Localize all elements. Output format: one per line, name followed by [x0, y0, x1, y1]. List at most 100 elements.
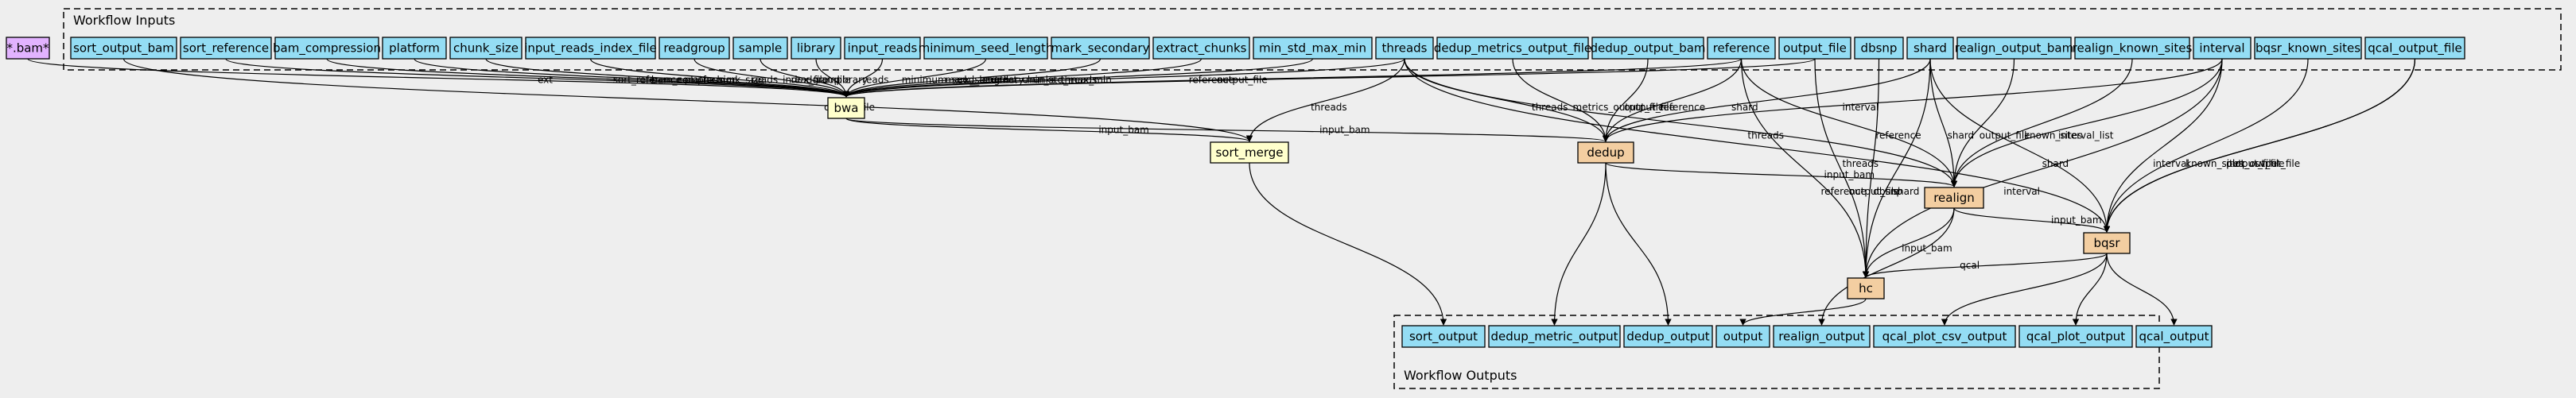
node-label: dedup_metric_output	[1490, 330, 1618, 345]
node-box[interactable]	[1253, 37, 1373, 60]
node-interval[interactable]: interval	[2193, 37, 2252, 60]
node-input_reads[interactable]: input_reads	[844, 37, 921, 60]
node-box[interactable]	[1401, 325, 1486, 348]
node-shard[interactable]: shard	[1906, 37, 1954, 60]
node-box[interactable]	[732, 37, 788, 60]
node-box[interactable]	[2074, 37, 2190, 60]
node-box[interactable]	[1375, 37, 1434, 60]
node-platform[interactable]: platform	[382, 37, 447, 60]
node-box[interactable]	[1577, 141, 1634, 164]
node-box[interactable]	[2193, 37, 2252, 60]
edge-dedup-to-realign	[1605, 162, 1957, 187]
node-box[interactable]	[274, 37, 379, 60]
node-box[interactable]	[844, 37, 921, 60]
edge-label: minimum_seed_length	[902, 74, 1010, 85]
node-box[interactable]	[2254, 37, 2362, 60]
node-box[interactable]	[525, 37, 656, 60]
node-extract_chunks[interactable]: extract_chunks	[1152, 37, 1250, 60]
node-label: hc	[1859, 281, 1873, 296]
node-box[interactable]	[1854, 37, 1904, 60]
node-box[interactable]	[1210, 141, 1289, 164]
node-box[interactable]	[1906, 37, 1954, 60]
node-box[interactable]	[180, 37, 272, 60]
node-label: sort_merge	[1215, 145, 1283, 160]
node-mark_secondary[interactable]: mark_secondary	[1051, 37, 1150, 60]
node-out_qcal_plot_output[interactable]: qcal_plot_output	[2018, 325, 2133, 348]
node-out_qcal_output[interactable]: qcal_output	[2135, 325, 2213, 348]
node-box[interactable]	[2018, 325, 2133, 348]
node-realign_known_sites[interactable]: realign_known_sites	[2073, 37, 2193, 60]
node-out_sort_output[interactable]: sort_output	[1401, 325, 1486, 348]
node-box[interactable]	[382, 37, 447, 60]
node-out_qcal_plot_csv_output[interactable]: qcal_plot_csv_output	[1873, 325, 2016, 348]
node-bam_glob[interactable]: *.bam*	[6, 37, 50, 60]
node-box[interactable]	[1591, 37, 1704, 60]
node-realign_output_bam[interactable]: realign_output_bam	[1955, 37, 2073, 60]
edge-label: shard	[1731, 102, 1758, 113]
node-dedup_output_bam[interactable]: dedup_output_bam	[1590, 37, 1706, 60]
node-box[interactable]	[2135, 325, 2213, 348]
node-qcal_output_file[interactable]: qcal_output_file	[2364, 37, 2465, 60]
node-dedup_metrics_output_file[interactable]: dedup_metrics_output_file	[1434, 37, 1591, 60]
node-label: platform	[389, 41, 440, 56]
edge-label: plot_output_file	[2226, 158, 2300, 169]
node-box[interactable]	[1152, 37, 1250, 60]
node-box[interactable]	[6, 37, 50, 60]
node-bam_compression[interactable]: bam_compression	[273, 37, 381, 60]
node-sort_output_bam[interactable]: sort_output_bam	[70, 37, 177, 60]
node-box[interactable]	[1488, 325, 1621, 348]
node-box[interactable]	[1051, 37, 1150, 60]
node-box[interactable]	[1956, 37, 2072, 60]
node-label: mark_secondary	[1051, 41, 1150, 56]
node-box[interactable]	[1873, 325, 2016, 348]
node-readgroup[interactable]: readgroup	[659, 37, 730, 60]
node-reference[interactable]: reference	[1707, 37, 1776, 60]
node-out_output[interactable]: output	[1715, 325, 1770, 348]
edge-reference-to-dedup	[1602, 58, 1743, 142]
node-realign[interactable]: realign	[1924, 187, 1984, 209]
node-box[interactable]	[791, 37, 841, 60]
edge-label: extract_chunks	[984, 74, 1056, 85]
node-sample[interactable]: sample	[732, 37, 788, 60]
node-input_reads_index_file[interactable]: input_reads_index_file	[524, 37, 657, 60]
node-label: sample	[739, 41, 783, 56]
edge-label: input_bam	[1319, 125, 1370, 136]
edge-label: known_sites	[2186, 158, 2244, 169]
node-library[interactable]: library	[791, 37, 841, 60]
node-threads[interactable]: threads	[1375, 37, 1434, 60]
node-bqsr[interactable]: bqsr	[2083, 232, 2131, 254]
node-box[interactable]	[2083, 232, 2131, 254]
node-box[interactable]	[1715, 325, 1770, 348]
node-box[interactable]	[659, 37, 730, 60]
edge-label: readgroup	[791, 74, 840, 85]
node-output_file[interactable]: output_file	[1778, 37, 1851, 60]
node-box[interactable]	[70, 37, 177, 60]
node-bwa[interactable]: bwa	[827, 97, 865, 119]
node-sort_merge[interactable]: sort_merge	[1210, 141, 1289, 164]
node-box[interactable]	[1773, 325, 1871, 348]
node-box[interactable]	[923, 37, 1048, 60]
node-box[interactable]	[449, 37, 523, 60]
node-bqsr_known_sites[interactable]: bqsr_known_sites	[2254, 37, 2362, 60]
node-label: dedup_metrics_output_file	[1434, 41, 1591, 56]
edge-label: dbsnp	[1873, 186, 1902, 197]
node-minimum_seed_length[interactable]: minimum_seed_length	[919, 37, 1054, 60]
node-out_realign_output[interactable]: realign_output	[1773, 325, 1871, 348]
node-sort_reference[interactable]: sort_reference	[180, 37, 272, 60]
node-box[interactable]	[1707, 37, 1776, 60]
node-box[interactable]	[1436, 37, 1589, 60]
node-box[interactable]	[2364, 37, 2465, 60]
node-min_std_max_min[interactable]: min_std_max_min	[1253, 37, 1373, 60]
node-box[interactable]	[1623, 325, 1713, 348]
node-dbsnp[interactable]: dbsnp	[1854, 37, 1904, 60]
node-dedup[interactable]: dedup	[1577, 141, 1634, 164]
node-box[interactable]	[1778, 37, 1851, 60]
node-out_dedup_output[interactable]: dedup_output	[1623, 325, 1713, 348]
edge-label: threads	[1747, 129, 1784, 141]
node-box[interactable]	[1924, 187, 1984, 209]
node-hc[interactable]: hc	[1847, 277, 1885, 299]
node-chunk_size[interactable]: chunk_size	[449, 37, 523, 60]
node-box[interactable]	[827, 97, 865, 119]
node-out_dedup_metric_output[interactable]: dedup_metric_output	[1488, 325, 1621, 348]
node-box[interactable]	[1847, 277, 1885, 299]
